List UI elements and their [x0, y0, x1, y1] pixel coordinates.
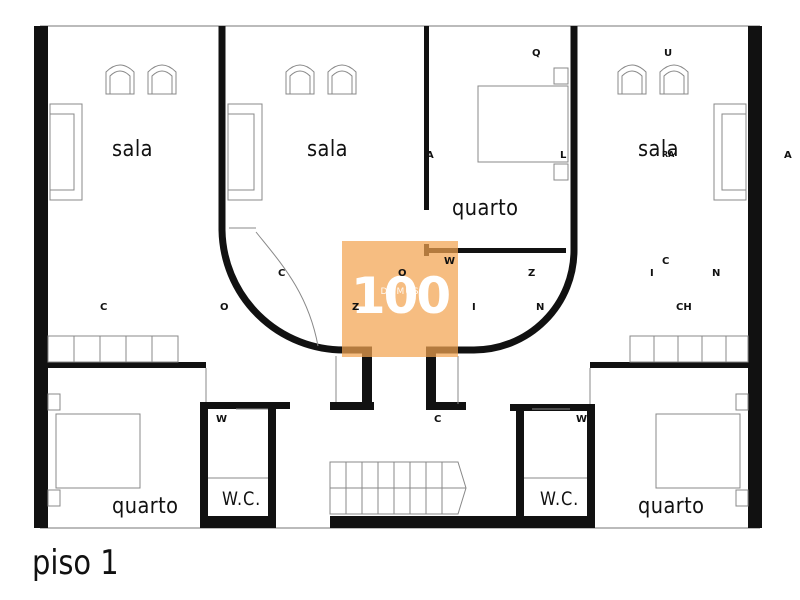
letter-i-right: I — [650, 268, 654, 279]
letter-w-mid: W — [444, 256, 456, 267]
room-label-sala-left: sala — [112, 137, 153, 162]
beds — [47, 67, 749, 507]
letter-c-right: C — [662, 256, 670, 267]
room-label-quarto-right: quarto — [638, 494, 705, 519]
sofas — [49, 103, 747, 201]
armchairs — [105, 64, 689, 95]
watermark-number: 100 — [350, 267, 451, 325]
room-label-wc-right: W.C. — [540, 488, 580, 510]
floor-label: piso 1 — [32, 543, 119, 583]
watermark-logo: 100 DOMUS — [342, 241, 458, 357]
thin-lines — [205, 356, 591, 404]
letter-w-left: W — [216, 414, 228, 425]
room-label-sala-right: sala — [638, 137, 679, 162]
letter-a-right: A — [784, 150, 792, 161]
letter-c-bottom: C — [434, 414, 442, 425]
letter-ra: RA — [662, 150, 675, 159]
walls — [34, 26, 762, 528]
counters — [47, 335, 749, 363]
letter-n-right: N — [712, 268, 721, 279]
room-label-quarto-left: quarto — [112, 494, 179, 519]
inner-arc — [255, 231, 319, 347]
room-label-quarto-top: quarto — [452, 196, 519, 221]
letter-i-mid: I — [472, 302, 476, 313]
letter-w-right: W — [576, 414, 588, 425]
stairs — [329, 461, 467, 515]
letter-c-left: C — [100, 302, 108, 313]
letter-q: Q — [532, 48, 541, 59]
letter-ch: CH — [676, 302, 692, 313]
curved-walls — [218, 26, 578, 354]
wc-fixtures — [208, 408, 587, 479]
letter-n-mid: N — [536, 302, 545, 313]
letter-o-mid: O — [398, 268, 407, 279]
room-label-sala-center: sala — [307, 137, 348, 162]
letter-z-mid: Z — [352, 302, 360, 313]
letter-u: U — [664, 48, 673, 59]
letter-a-center: A — [426, 150, 434, 161]
room-label-wc-left: W.C. — [222, 488, 262, 510]
watermark-subtext: DOMUS — [380, 287, 420, 297]
letter-o-left: O — [220, 302, 229, 313]
letter-l: L — [560, 150, 567, 161]
letter-z-right: Z — [528, 268, 536, 279]
letter-c-mid: C — [278, 268, 286, 279]
